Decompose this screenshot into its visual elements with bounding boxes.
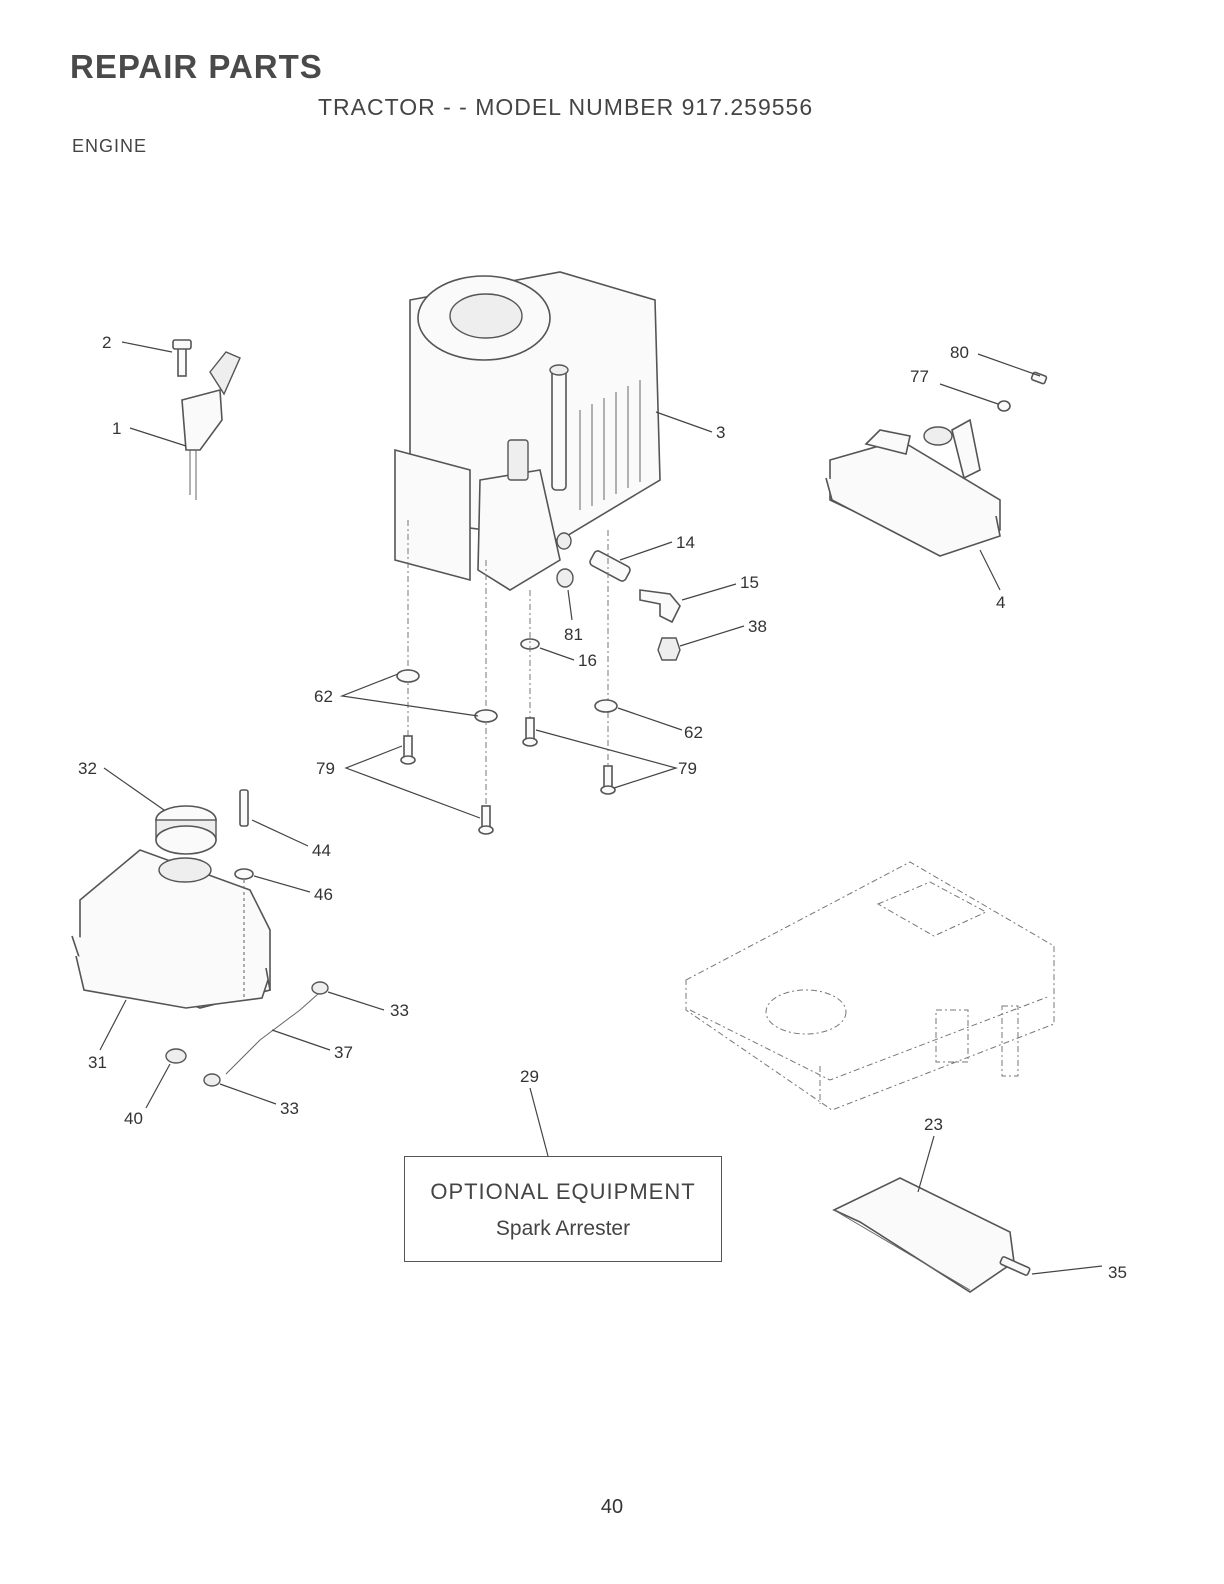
model-subtitle: TRACTOR - - MODEL NUMBER 917.259556	[318, 94, 814, 120]
callout-37: 37	[334, 1043, 353, 1062]
callout-77: 77	[910, 367, 929, 386]
leader-line	[271, 1029, 331, 1051]
leader-line	[917, 1135, 935, 1193]
leader-line	[145, 1063, 171, 1109]
optional-equipment-box: OPTIONAL EQUIPMENT Spark Arrester	[404, 1156, 722, 1262]
callout-79-left: 79	[316, 759, 335, 778]
callout-2: 2	[102, 333, 111, 352]
leader-line	[327, 991, 385, 1011]
section-label: ENGINE	[72, 136, 148, 156]
page-title: REPAIR PARTS	[70, 48, 323, 85]
leader-line	[681, 583, 737, 601]
callout-46: 46	[314, 885, 333, 904]
leader-line	[99, 999, 127, 1051]
fuel-tank-part	[71, 789, 329, 1087]
callout-3: 3	[716, 423, 725, 442]
leader-line	[535, 729, 679, 789]
leader-line	[567, 589, 573, 621]
mounting-hardware	[396, 669, 618, 835]
throttle-control-part	[172, 339, 241, 500]
leader-line	[979, 549, 1001, 591]
callout-40: 40	[124, 1109, 143, 1128]
leader-line	[219, 1083, 277, 1105]
callout-14: 14	[676, 533, 695, 552]
muffler-part	[825, 371, 1048, 557]
page-number: 40	[600, 1496, 624, 1518]
leader-line	[121, 341, 173, 353]
callout-33-lower: 33	[280, 1099, 299, 1118]
callout-16: 16	[578, 651, 597, 670]
leader-line	[1031, 1265, 1103, 1275]
callout-38: 38	[748, 617, 767, 636]
leader-line	[939, 383, 999, 405]
callout-31: 31	[88, 1053, 107, 1072]
leader-line	[103, 767, 165, 811]
leader-line	[977, 353, 1041, 377]
callout-80: 80	[950, 343, 969, 362]
leader-line	[619, 541, 673, 561]
leader-line	[251, 819, 309, 847]
leader-line	[539, 647, 575, 661]
spark-arrester-part	[832, 1177, 1031, 1293]
optional-equipment-item: Spark Arrester	[495, 1217, 631, 1240]
leader-line	[529, 1087, 549, 1157]
leader-line	[344, 745, 481, 819]
engine-part	[394, 271, 661, 591]
callout-33-upper: 33	[390, 1001, 409, 1020]
callout-81: 81	[564, 625, 583, 644]
leader-line	[617, 707, 683, 731]
callout-62-left: 62	[314, 687, 333, 706]
leader-line	[129, 427, 187, 447]
callout-4: 4	[996, 593, 1005, 612]
callout-79-right: 79	[678, 759, 697, 778]
callout-44: 44	[312, 841, 331, 860]
leader-line	[253, 875, 311, 893]
callout-23: 23	[924, 1115, 943, 1134]
leader-line	[679, 625, 745, 647]
leader-line	[655, 411, 713, 433]
callout-1: 1	[112, 419, 121, 438]
leader-line	[339, 673, 479, 717]
callout-62-right: 62	[684, 723, 703, 742]
optional-equipment-heading: OPTIONAL EQUIPMENT	[430, 1179, 696, 1204]
tractor-frame-reference	[685, 861, 1055, 1111]
callout-29: 29	[520, 1067, 539, 1086]
callout-15: 15	[740, 573, 759, 592]
callout-35: 35	[1108, 1263, 1127, 1282]
callout-32: 32	[78, 759, 97, 778]
